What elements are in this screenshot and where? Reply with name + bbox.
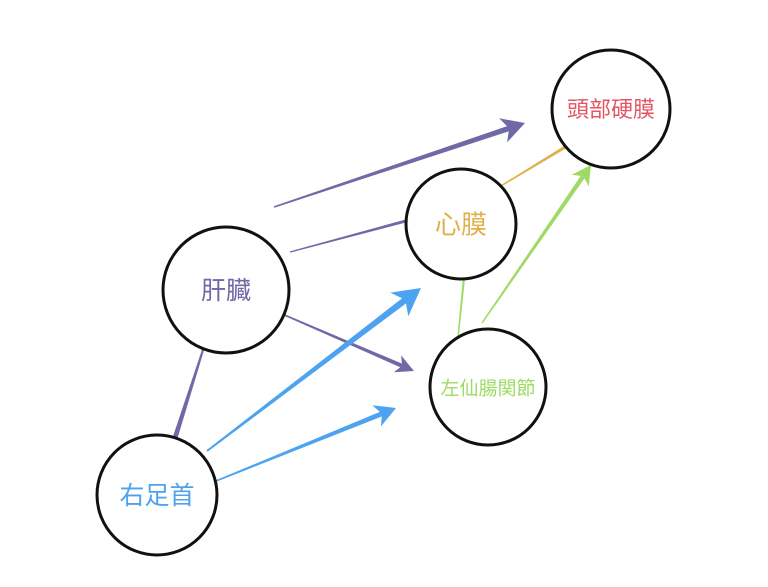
nodes-layer: 肝臓 右足首 心膜 頭部硬膜 左仙腸関節 [95,48,672,557]
node-liver-circle [161,225,291,355]
node-right-ankle-label: 右足首 [119,481,194,510]
arrow-liver-to-si-joint [265,306,414,373]
arrow-right-ankle-to-si-joint-shaft [215,411,383,482]
node-dura: 頭部硬膜 [550,48,672,170]
arrow-liver-to-si-joint-shaft [265,306,403,368]
node-si-joint-circle [428,327,548,447]
arrow-si-joint-to-dura [481,165,591,324]
node-si-joint-label: 左仙腸関節 [440,378,535,400]
arrow-liver-to-pericardium-shaft [289,212,431,253]
node-liver-label: 肝臓 [201,276,251,305]
arrow-si-joint-to-dura-head [571,165,591,187]
arrow-liver-to-si-joint-head [393,355,414,373]
node-si-joint: 左仙腸関節 [428,327,548,447]
node-dura-label: 頭部硬膜 [567,98,655,123]
arrow-right-ankle-to-pericardium-head [390,288,421,317]
node-liver: 肝臓 [161,225,291,355]
arrow-right-ankle-to-si-joint-head [372,405,396,427]
arrow-right-ankle-to-si-joint [215,405,396,482]
arrow-si-joint-to-dura-shaft [481,174,586,324]
arrow-liver-to-right-ankle-shaft [171,330,210,444]
arrow-pericardium-to-dura-shaft [490,137,580,193]
arrow-liver-to-dura [273,118,525,208]
node-pericardium-circle [404,167,518,281]
arrow-right-ankle-to-pericardium [206,288,421,452]
node-pericardium: 心膜 [404,167,518,281]
node-dura-circle [550,48,672,170]
node-right-ankle: 右足首 [95,433,219,557]
arrow-liver-to-dura-head [499,118,525,143]
node-right-ankle-circle [95,433,219,557]
arrow-right-ankle-to-pericardium-shaft [206,297,408,452]
arrow-liver-to-dura-shaft [273,125,511,208]
node-pericardium-label: 心膜 [435,211,487,241]
